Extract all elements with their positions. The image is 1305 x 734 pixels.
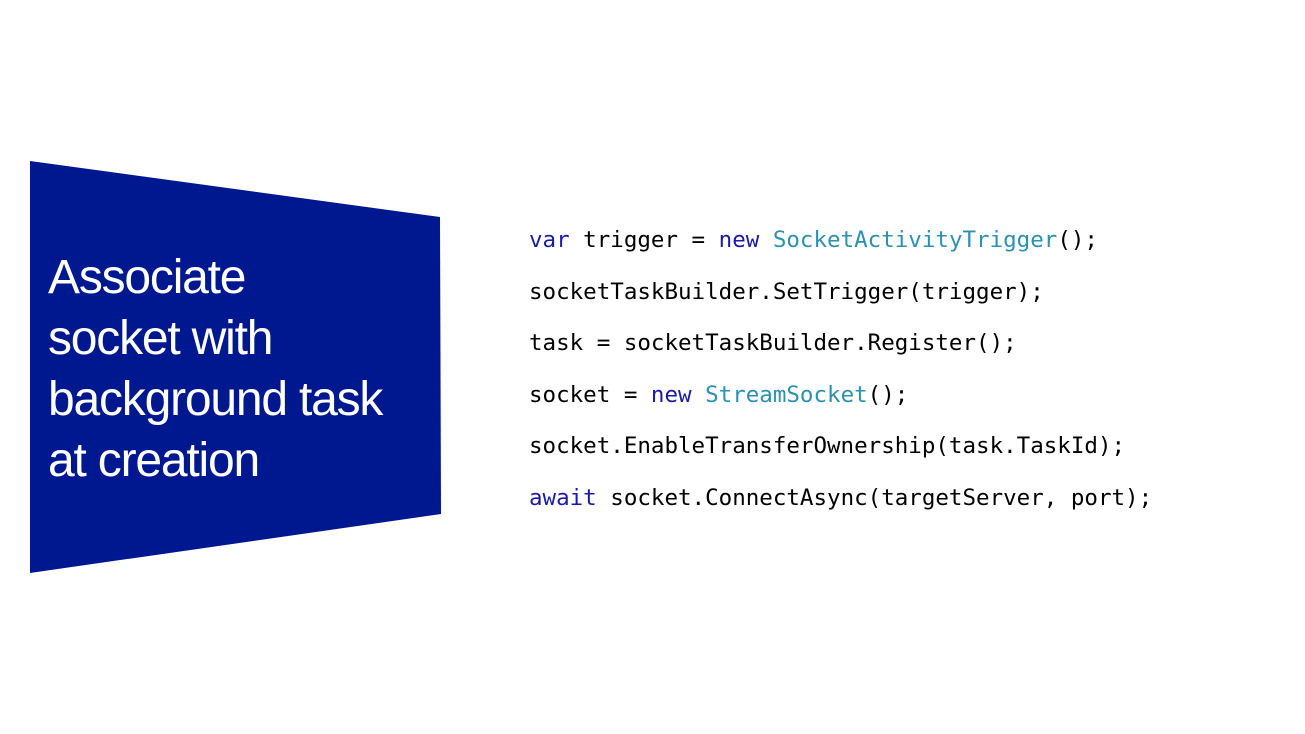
code-text: socketTaskBuilder.SetTrigger(trigger); bbox=[529, 278, 1044, 305]
title-panel-polygon bbox=[30, 161, 441, 573]
code-line: var trigger = new SocketActivityTrigger(… bbox=[529, 220, 1152, 272]
code-keyword: new bbox=[718, 227, 760, 253]
code-keyword: await bbox=[529, 484, 597, 511]
code-block: var trigger = new SocketActivityTrigger(… bbox=[529, 220, 1152, 530]
code-line: await socket.ConnectAsync(targetServer, … bbox=[529, 478, 1152, 530]
code-line: socketTaskBuilder.SetTrigger(trigger); bbox=[529, 272, 1152, 324]
code-keyword: new bbox=[650, 381, 692, 408]
code-text: socket = bbox=[529, 381, 651, 408]
slide-title-line: socket with bbox=[48, 312, 273, 365]
code-text bbox=[759, 227, 773, 253]
code-line: socket.EnableTransferOwnership(task.Task… bbox=[529, 426, 1152, 478]
code-line: socket = new StreamSocket(); bbox=[529, 375, 1152, 427]
slide-title-line: at creation bbox=[48, 434, 260, 487]
code-type-name: SocketActivityTrigger bbox=[772, 227, 1058, 253]
code-text bbox=[692, 382, 706, 408]
code-text: socket.ConnectAsync(targetServer, port); bbox=[596, 484, 1153, 511]
slide-title: Associate socket with background task at… bbox=[48, 247, 433, 491]
code-type-name: StreamSocket bbox=[705, 381, 868, 408]
code-text: task = socketTaskBuilder.Register(); bbox=[529, 330, 1017, 357]
code-text: trigger = bbox=[569, 227, 719, 253]
slide-title-line: Associate bbox=[48, 251, 247, 304]
code-line: task = socketTaskBuilder.Register(); bbox=[529, 323, 1152, 375]
code-text: socket.EnableTransferOwnership(task.Task… bbox=[529, 433, 1126, 460]
code-text: (); bbox=[1057, 227, 1098, 253]
slide-title-line: background task bbox=[48, 373, 383, 426]
code-keyword: var bbox=[529, 227, 570, 253]
code-text: (); bbox=[867, 381, 909, 408]
